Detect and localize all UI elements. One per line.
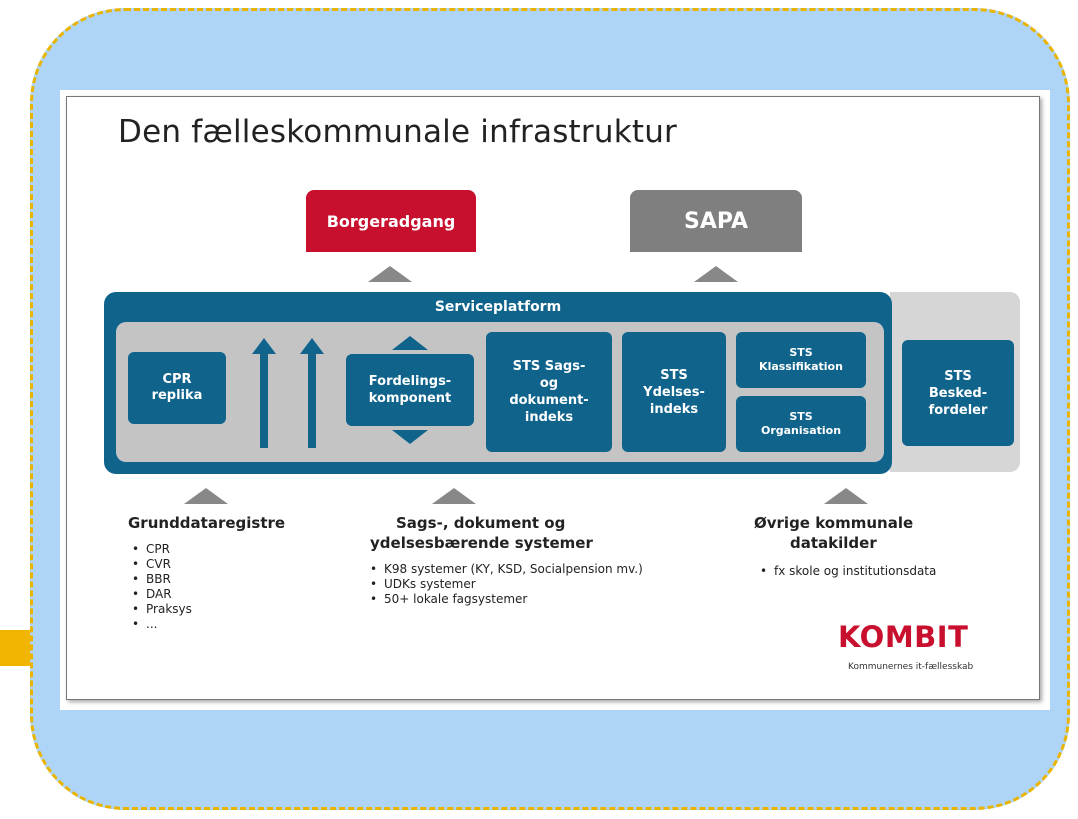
sapa-arrow — [694, 266, 738, 282]
sts-organisation-box: STS Organisation — [736, 396, 866, 452]
sts-sags-dokumentindeks-box: STS Sags- og dokument- indeks — [486, 332, 612, 452]
list-item: CPR — [132, 542, 192, 557]
borgeradgang-box: Borgeradgang — [306, 190, 476, 252]
up-triangle-icon — [392, 336, 428, 350]
slide-title: Den fælleskommunale infrastruktur — [118, 114, 677, 150]
sts-klassifikation-box: STS Klassifikation — [736, 332, 866, 388]
list-item: K98 systemer (KY, KSD, Socialpension mv.… — [370, 562, 643, 577]
sts-beskedfordeler-box: STS Besked- fordeler — [902, 340, 1014, 446]
ovrige-heading-line2: datakilder — [790, 534, 877, 552]
kombit-tagline: Kommunernes it-fællesskab — [848, 662, 974, 672]
serviceplatform-label: Serviceplatform — [434, 299, 562, 315]
slide-border — [66, 96, 1040, 700]
sags-heading-line2: ydelsesbærende systemer — [370, 534, 593, 552]
up-arrow-icon — [252, 338, 276, 448]
ovrige-list: fx skole og institutionsdata — [760, 564, 936, 579]
list-item: CVR — [132, 557, 192, 572]
fordelingskomponent-box: Fordelings- komponent — [346, 354, 474, 426]
ovrige-arrow — [824, 488, 868, 504]
borgeradgang-arrow — [368, 266, 412, 282]
sapa-box: SAPA — [630, 190, 802, 252]
grunddata-list: CPR CVR BBR DAR Praksys ... — [132, 542, 192, 632]
sts-ydelsesindeks-box: STS Ydelses- indeks — [622, 332, 726, 452]
sags-arrow — [432, 488, 476, 504]
list-item: Praksys — [132, 602, 192, 617]
slide: Den fælleskommunale infrastruktur Borger… — [60, 90, 1050, 710]
cpr-replika-box: CPR replika — [128, 352, 226, 424]
ovrige-heading-line1: Øvrige kommunale — [754, 514, 914, 532]
sags-list: K98 systemer (KY, KSD, Socialpension mv.… — [370, 562, 643, 607]
list-item: ... — [132, 617, 192, 632]
list-item: 50+ lokale fagsystemer — [370, 592, 643, 607]
list-item: BBR — [132, 572, 192, 587]
grunddata-arrow — [184, 488, 228, 504]
list-item: UDKs systemer — [370, 577, 643, 592]
list-item: fx skole og institutionsdata — [760, 564, 936, 579]
sags-heading-line1: Sags-, dokument og — [396, 514, 566, 532]
grunddata-heading: Grunddataregistre — [128, 514, 286, 532]
list-item: DAR — [132, 587, 192, 602]
up-arrow-icon — [300, 338, 324, 448]
down-triangle-icon — [392, 430, 428, 444]
kombit-logo: KOMBIT — [838, 620, 969, 654]
